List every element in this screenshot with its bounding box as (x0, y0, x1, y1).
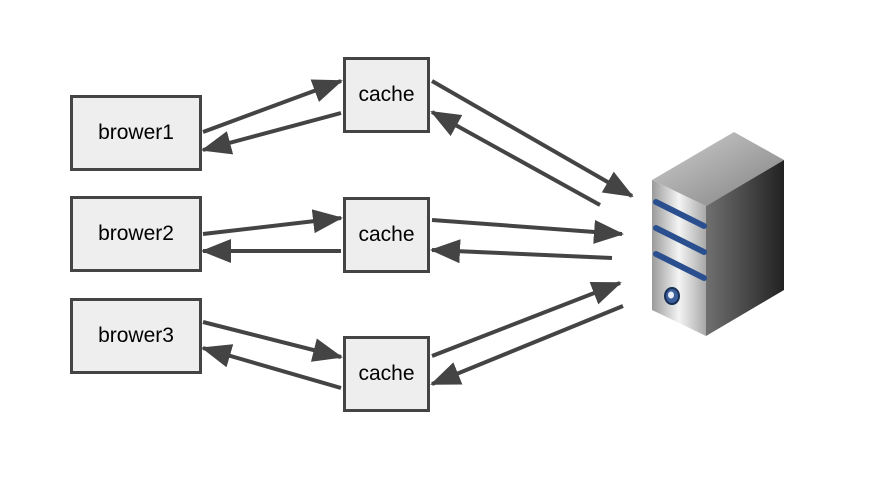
server-top-face (652, 132, 784, 206)
browser-box-2: brower2 (70, 196, 202, 272)
browser-box-1: brower1 (70, 95, 202, 171)
cache-box-2: cache (343, 197, 430, 273)
cache-box-3: cache (343, 336, 430, 412)
arrow-browser2-to-cache (202, 209, 343, 236)
server-icon (652, 132, 784, 336)
server-side-face (706, 160, 784, 336)
arrow-server-to-cache2 (430, 239, 613, 264)
server-stripe (653, 225, 707, 255)
browser-label: brower1 (98, 121, 174, 144)
arrow-cache2-to-server (431, 218, 624, 244)
arrow-browser1-to-cache (202, 79, 343, 134)
cache-label: cache (358, 362, 415, 385)
cache-label: cache (358, 223, 415, 246)
arrow-cache-to-browser1 (201, 111, 342, 155)
browser-label: brower3 (98, 324, 174, 347)
server-stripe (653, 251, 707, 281)
arrow-server-to-cache3 (430, 304, 624, 386)
arrow-cache3-to-server (431, 281, 622, 358)
arrow-cache-to-browser3 (201, 344, 342, 390)
server-power-light (668, 291, 674, 299)
cache-label: cache (358, 83, 415, 106)
arrow-server-to-cache1 (430, 110, 601, 207)
arrow-browser3-to-cache (202, 320, 343, 362)
server-stripe (653, 199, 707, 229)
browser-box-3: brower3 (70, 298, 202, 374)
cache-box-1: cache (343, 57, 430, 133)
browser-label: brower2 (98, 222, 174, 245)
arrow-cache1-to-server (431, 79, 634, 198)
